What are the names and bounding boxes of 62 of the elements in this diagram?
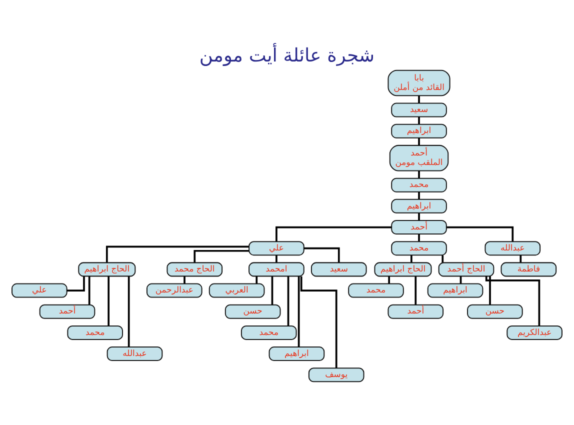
node-box: محمد	[348, 283, 404, 298]
node-box: أحمد	[39, 304, 96, 319]
connector	[418, 116, 420, 124]
connector	[300, 276, 338, 368]
connector	[410, 255, 412, 262]
node-box: حسن	[224, 304, 281, 319]
connector	[418, 192, 420, 200]
node-box: محمد	[391, 241, 447, 256]
connector	[418, 170, 420, 178]
node-box: ابراهيم	[427, 283, 484, 298]
connector	[446, 226, 514, 242]
connector	[256, 276, 258, 284]
connector	[128, 276, 130, 348]
node-box: العربي	[208, 283, 265, 298]
connector	[106, 246, 249, 262]
node-box: عبدالرحمن	[146, 283, 202, 298]
connector	[418, 213, 420, 220]
node-box: سعيد	[391, 102, 447, 118]
connector	[184, 276, 186, 284]
connector	[276, 226, 392, 242]
connector	[88, 276, 90, 305]
connector	[298, 276, 300, 348]
node-box: أحمد	[391, 220, 447, 235]
connector	[485, 276, 540, 326]
diagram-title: شجرة عائلة أيت مومن	[199, 46, 375, 67]
node-box: الحاج محمد	[166, 262, 223, 277]
connector	[418, 234, 420, 242]
node-box: حسن	[467, 304, 523, 319]
node-box: محمد	[67, 325, 124, 340]
node-box: أحمد الملقب مومن	[389, 144, 449, 172]
node-box: أحمد	[388, 304, 444, 319]
node-box: عبدالله	[106, 346, 163, 362]
node-box: علي	[248, 241, 304, 256]
node-box: ابراهيم	[268, 346, 325, 362]
connector	[287, 276, 290, 326]
node-box: علي	[12, 283, 68, 298]
node-box: الحاج ابراهيم	[374, 262, 432, 277]
connector	[271, 276, 274, 305]
node-box: الحاج ابراهيم	[78, 262, 136, 277]
node-box: محمد	[391, 178, 447, 192]
connector	[276, 255, 278, 262]
node-box: محمد	[240, 325, 297, 340]
node-box: سعيد	[310, 262, 367, 277]
node-box: امحمد	[248, 262, 304, 277]
connector	[388, 276, 390, 284]
node-box: ابراهيم	[391, 124, 447, 138]
node-box: فاطمة	[500, 262, 557, 277]
node-box: يوسف	[308, 368, 364, 382]
connector	[489, 276, 491, 305]
connector	[418, 96, 420, 104]
node-box: بابا القائد من أملن	[388, 70, 450, 96]
connector	[66, 276, 85, 292]
node-box: الحاج أحمد	[438, 262, 494, 277]
node-box: عبدالكريم	[506, 325, 562, 340]
connector	[108, 276, 110, 326]
node-box: ابراهيم	[391, 198, 447, 214]
connector	[442, 255, 444, 262]
connector	[418, 138, 420, 146]
node-box: عبدالله	[484, 241, 541, 256]
connector	[194, 250, 249, 263]
connector	[520, 255, 522, 262]
connector	[414, 276, 417, 305]
